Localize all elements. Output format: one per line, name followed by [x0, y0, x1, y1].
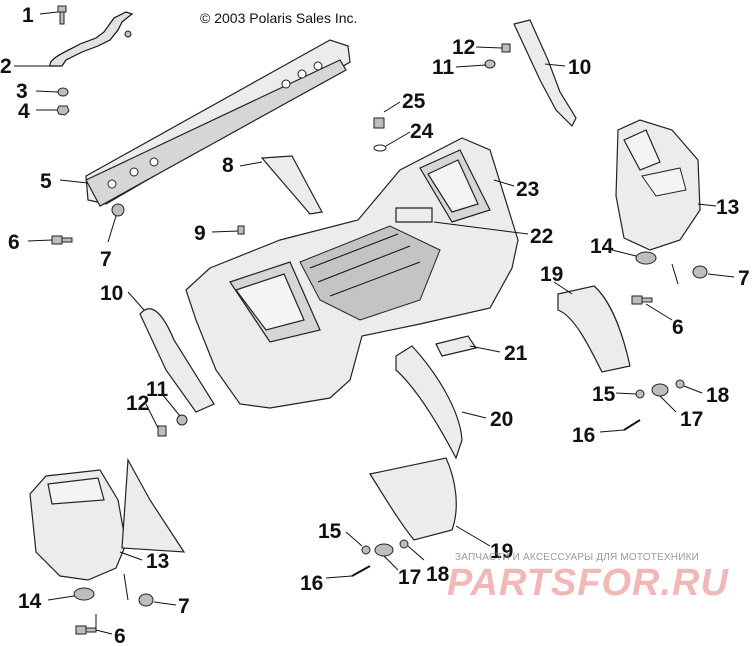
- callout-22: 22: [530, 225, 553, 248]
- callout-24: 24: [410, 120, 434, 143]
- part-12-nut-top: [501, 43, 511, 53]
- copyright-text: © 2003 Polaris Sales Inc.: [200, 10, 357, 26]
- callout-10-left: 10: [100, 282, 123, 305]
- part-25-bolt: [373, 117, 385, 129]
- callout-9: 9: [194, 222, 206, 245]
- part-7-nut-c: [138, 593, 154, 607]
- part-1-bolt: [57, 5, 67, 25]
- part-13-mudflap-right: [615, 119, 701, 251]
- part-4-nut: [56, 105, 70, 116]
- callout-6-right: 6: [672, 316, 684, 339]
- callout-25: 25: [402, 90, 426, 113]
- callout-17-right: 17: [680, 408, 703, 431]
- part-21-decal: [435, 335, 477, 357]
- callout-20: 20: [490, 408, 513, 431]
- part-22-decal: [395, 207, 433, 223]
- part-15-nut-bottom: [361, 545, 371, 555]
- callout-15-bottom: 15: [318, 520, 342, 543]
- callout-13-left: 13: [146, 550, 169, 573]
- callout-7-left: 7: [100, 248, 112, 271]
- callout-14-left: 14: [18, 590, 42, 613]
- part-5-rack-rail: [85, 39, 351, 207]
- callout-7-bottom: 7: [178, 595, 190, 618]
- part-10-flap-top: [513, 19, 577, 128]
- part-9-screw: [237, 225, 245, 235]
- part-7-nut-b: [692, 265, 708, 279]
- callout-4: 4: [18, 100, 30, 123]
- part-19-panel-bottom: [369, 457, 457, 541]
- callout-18-bottom: 18: [426, 563, 450, 586]
- part-8-plate: [260, 155, 323, 215]
- part-7-nut-a: [111, 203, 125, 217]
- part-14-grommet-left: [73, 587, 95, 601]
- callout-16-right: 16: [572, 424, 595, 447]
- part-17-mount-bottom: [374, 543, 394, 557]
- callout-6-bottom: 6: [114, 625, 126, 646]
- callout-19-bottom: 19: [490, 540, 513, 563]
- callout-12-top: 12: [452, 36, 475, 59]
- part-19-panel-right: [557, 285, 631, 373]
- part-16-screw-bottom: [351, 565, 371, 577]
- part-16-screw-right: [623, 419, 641, 431]
- callout-11-top: 11: [432, 56, 455, 79]
- part-14-grommet-right: [635, 251, 657, 265]
- callout-16-bottom: 16: [300, 572, 323, 595]
- part-18-clip-right: [675, 379, 685, 389]
- part-6-bolt-a: [51, 235, 73, 245]
- callout-17-bottom: 17: [398, 566, 421, 589]
- callout-23: 23: [516, 178, 539, 201]
- main-fender-body: [185, 137, 519, 409]
- callout-10-top: 10: [568, 56, 591, 79]
- watermark-logo: PARTSFOR.RU: [447, 562, 729, 604]
- part-20-panel: [395, 345, 463, 460]
- callout-12-left: 12: [126, 392, 149, 415]
- callout-6-left: 6: [8, 231, 20, 254]
- callout-11-left: 11: [146, 378, 169, 401]
- callout-1: 1: [22, 4, 34, 27]
- part-11-clip-left: [176, 414, 188, 426]
- callout-13-right: 13: [716, 196, 739, 219]
- callout-21: 21: [504, 342, 528, 365]
- callout-14-right: 14: [590, 235, 614, 258]
- callout-15-right: 15: [592, 383, 616, 406]
- watermark-subtitle: ЗАПЧАСТИ И АКСЕССУАРЫ ДЛЯ МОТОТЕХНИКИ: [455, 552, 700, 563]
- callout-5: 5: [40, 170, 52, 193]
- callout-8: 8: [222, 154, 234, 177]
- part-17-mount-right: [651, 383, 669, 397]
- part-24-washer: [373, 144, 387, 152]
- callout-7-right: 7: [738, 267, 750, 290]
- part-12-nut-left: [157, 425, 167, 437]
- part-18-clip-bottom: [399, 539, 409, 549]
- callout-19-right: 19: [540, 263, 563, 286]
- part-2-bracket: [49, 11, 134, 67]
- part-11-clip-top: [484, 59, 496, 69]
- part-6-bolt-b: [631, 295, 653, 305]
- part-10-flap-left: [139, 308, 215, 413]
- part-15-nut-right: [635, 389, 645, 399]
- callout-18-right: 18: [706, 384, 730, 407]
- part-6-bolt-c: [75, 625, 97, 635]
- part-3-nut: [57, 87, 69, 97]
- part-13-mudflap-left: [29, 457, 186, 581]
- callout-2: 2: [0, 55, 12, 78]
- callout-3: 3: [16, 80, 28, 103]
